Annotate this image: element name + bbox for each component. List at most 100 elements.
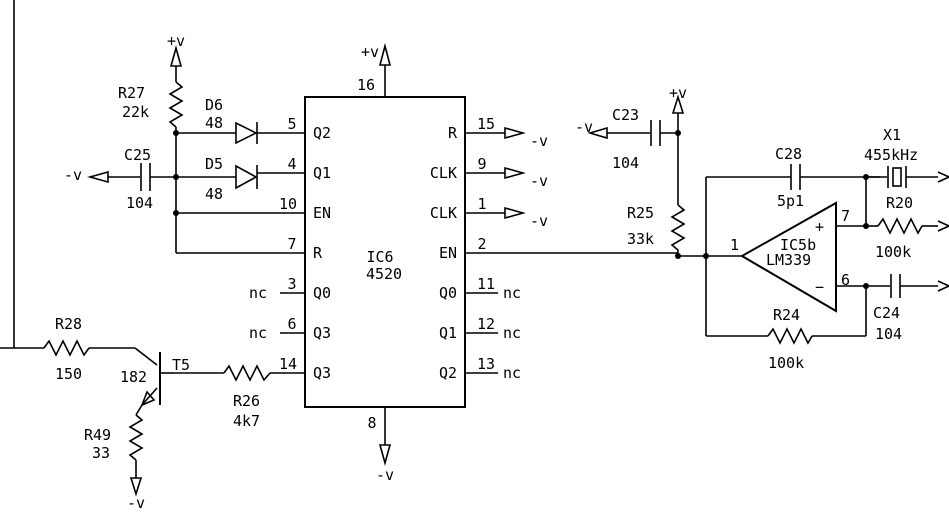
d5-ref: D5 bbox=[205, 155, 223, 173]
r49-value: 33 bbox=[92, 444, 110, 462]
supply-arrow-pin9 bbox=[504, 166, 526, 180]
ic6-left-pin-num: 10 bbox=[279, 195, 297, 213]
ic6-right-pin-num: 2 bbox=[477, 235, 486, 253]
ic6-right-pin-num: 9 bbox=[477, 155, 486, 173]
ic5b-pin-plus: 7 bbox=[841, 207, 850, 225]
nc-label: nc bbox=[503, 324, 521, 342]
supply-arrow-r27-pos bbox=[169, 45, 183, 67]
c25-neg-label: -v bbox=[64, 166, 82, 184]
r25-resistor bbox=[670, 204, 686, 251]
supply-arrow-pin15 bbox=[504, 126, 526, 140]
c24-value: 104 bbox=[875, 325, 902, 343]
supply-arrow-ic6-pos bbox=[378, 42, 392, 66]
d6-ref: D6 bbox=[205, 96, 223, 114]
ic6-right-pin-num: 1 bbox=[477, 195, 486, 213]
ic6-right-pin-label: EN bbox=[439, 244, 457, 262]
r25-pos-label: +v bbox=[669, 84, 687, 102]
d6-diode bbox=[235, 121, 258, 145]
ic6-chip: IC6 4520 +v 16 -v 8 5 4 10 7 3 6 14 Q2 Q… bbox=[176, 42, 678, 484]
r27-resistor bbox=[168, 81, 184, 128]
ic6-right-pin-num: 12 bbox=[477, 315, 495, 333]
ic5b-minus: − bbox=[815, 278, 824, 296]
r49-resistor bbox=[128, 414, 144, 461]
ic6-left-pin-num: 5 bbox=[287, 115, 296, 133]
ic6-left-pin-num: 14 bbox=[279, 355, 297, 373]
t5-ref: T5 bbox=[172, 356, 190, 374]
ic6-pin16: 16 bbox=[357, 76, 375, 94]
ic6-right-pin-num: 11 bbox=[477, 275, 495, 293]
junction-dot bbox=[173, 210, 179, 216]
supply-arrow-r49-neg bbox=[129, 477, 143, 497]
ic6-name: IC6 bbox=[366, 248, 393, 266]
ic6-left-pin-num: 6 bbox=[287, 315, 296, 333]
r20-resistor bbox=[877, 217, 923, 235]
c24-ref: C24 bbox=[873, 304, 900, 322]
supply-arrow-ic6-neg bbox=[378, 444, 392, 466]
x1-ref: X1 bbox=[883, 126, 901, 144]
supply-arrow-c25-neg bbox=[87, 170, 109, 184]
c28-ref: C28 bbox=[775, 145, 802, 163]
t5-value: 182 bbox=[120, 368, 147, 386]
bias-network: -v C23 104 +v R25 33k bbox=[575, 84, 687, 259]
ic6-left-pin-label: Q3 bbox=[313, 364, 331, 382]
t5-emitter-arrow bbox=[140, 390, 156, 407]
d5-diode bbox=[235, 164, 258, 190]
r27-pos-label: +v bbox=[167, 32, 185, 50]
ic6-left-pin-num: 3 bbox=[287, 275, 296, 293]
ic5b-ref: IC5b bbox=[780, 236, 816, 254]
r24-value: 100k bbox=[768, 354, 804, 372]
r26-value: 4k7 bbox=[233, 412, 260, 430]
r49-ref: R49 bbox=[84, 426, 111, 444]
nc-label: nc bbox=[503, 284, 521, 302]
comparator-stage: IC5b LM339 + − 1 7 6 C28 5p1 R24 100k bbox=[678, 126, 949, 372]
ic6-right-pin-label: CLK bbox=[430, 164, 457, 182]
r28-ref: R28 bbox=[55, 315, 82, 333]
nc-label: nc bbox=[249, 284, 267, 302]
input-network: +v R27 22k D6 48 D5 48 -v C25 104 bbox=[64, 32, 280, 253]
d6-value: 48 bbox=[205, 114, 223, 132]
ic6-right-pin-label: Q1 bbox=[439, 324, 457, 342]
r24-ref: R24 bbox=[773, 306, 800, 324]
nc-label: nc bbox=[249, 324, 267, 342]
ic6-right-pin-num: 13 bbox=[477, 355, 495, 373]
c23-value: 104 bbox=[612, 154, 639, 172]
ic6-right-pin-num: 15 bbox=[477, 115, 495, 133]
r24-resistor bbox=[767, 327, 813, 345]
pin15-neg-label: -v bbox=[530, 132, 548, 150]
supply-arrow-r25-pos bbox=[671, 94, 685, 114]
ic6-right-pin-label: CLK bbox=[430, 204, 457, 222]
r28-resistor bbox=[43, 339, 90, 357]
ic6-part: 4520 bbox=[366, 265, 402, 283]
ic6-left-pin-num: 7 bbox=[287, 235, 296, 253]
ic6-pos-label: +v bbox=[361, 43, 379, 61]
ic5b-pin-out: 1 bbox=[730, 236, 739, 254]
c24-output-arrow bbox=[937, 280, 949, 292]
ic6-left-pin-label: Q3 bbox=[313, 324, 331, 342]
ic5b-plus: + bbox=[815, 218, 824, 236]
nc-label: nc bbox=[503, 364, 521, 382]
ic6-left-pin-label: Q2 bbox=[313, 124, 331, 142]
r28-value: 150 bbox=[55, 365, 82, 383]
ic6-right-pin-label: Q0 bbox=[439, 284, 457, 302]
ic6-right-pin-label: Q2 bbox=[439, 364, 457, 382]
r25-ref: R25 bbox=[627, 204, 654, 222]
c23-neg-label: -v bbox=[575, 118, 593, 136]
r26-resistor bbox=[223, 364, 271, 382]
pin9-neg-label: -v bbox=[530, 172, 548, 190]
ic6-left-pin-label: EN bbox=[313, 204, 331, 222]
d5-value: 48 bbox=[205, 185, 223, 203]
pin1-neg-label: -v bbox=[530, 212, 548, 230]
supply-arrow-pin1 bbox=[504, 206, 526, 220]
ic6-pin8: 8 bbox=[367, 414, 376, 432]
r27-value: 22k bbox=[122, 103, 149, 121]
ic6-neg-label: -v bbox=[376, 466, 394, 484]
ic5b-part: LM339 bbox=[766, 251, 811, 269]
r20-ref: R20 bbox=[886, 194, 913, 212]
c23-ref: C23 bbox=[612, 106, 639, 124]
r20-output-arrow bbox=[937, 220, 949, 232]
x1-crystal bbox=[892, 167, 902, 187]
c25-ref: C25 bbox=[124, 146, 151, 164]
r26-ref: R26 bbox=[233, 392, 260, 410]
r20-value: 100k bbox=[875, 243, 911, 261]
